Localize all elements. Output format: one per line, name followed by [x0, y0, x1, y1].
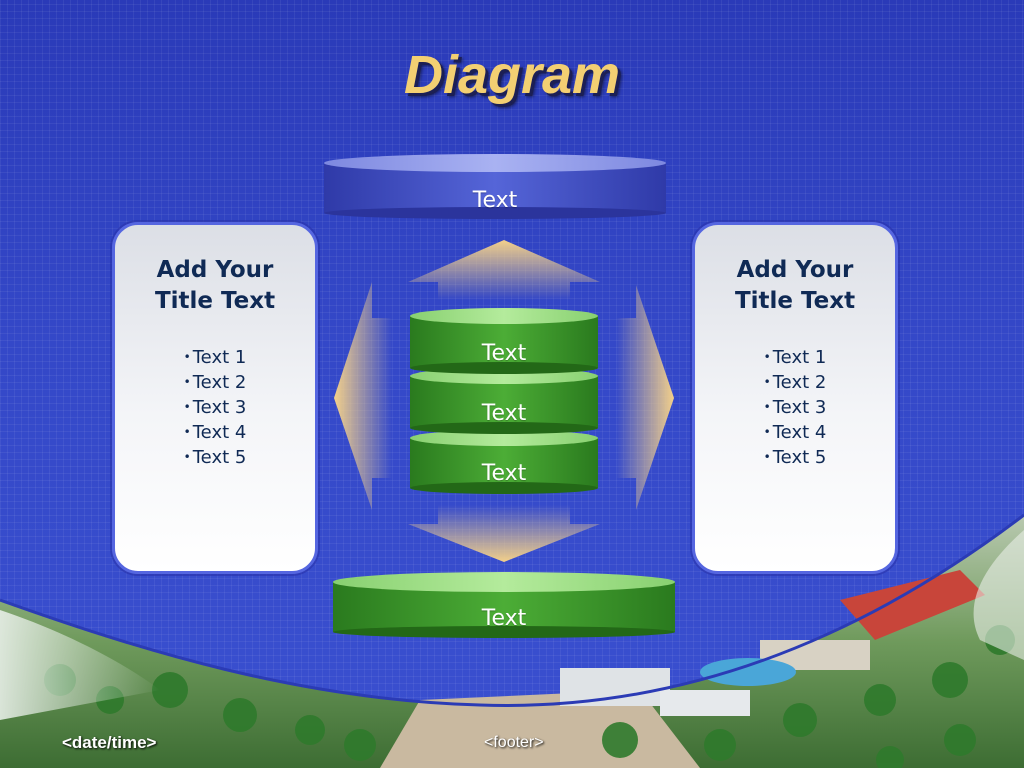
list-item: Text 2 — [115, 370, 315, 395]
list-item: Text 4 — [695, 420, 895, 445]
arrow-right-icon — [616, 285, 674, 510]
list-item: Text 4 — [115, 420, 315, 445]
list-item: Text 3 — [115, 395, 315, 420]
stack-cylinder-1 — [410, 308, 598, 374]
stack-cylinder-3-label: Text — [481, 461, 527, 486]
list-item: Text 5 — [695, 445, 895, 470]
left-panel-list: Text 1 Text 2 Text 3 Text 4 Text 5 — [115, 345, 315, 470]
right-panel-list: Text 1 Text 2 Text 3 Text 4 Text 5 — [695, 345, 895, 470]
top-cylinder — [324, 154, 666, 219]
right-text-panel: Add Your Title Text Text 1 Text 2 Text 3… — [692, 222, 898, 574]
left-panel-title-line-2: Title Text — [154, 288, 276, 314]
list-item: Text 1 — [695, 345, 895, 370]
left-panel-title: Add Your Title Text — [115, 255, 315, 317]
footer-date: <date/time> — [62, 733, 157, 752]
footer-text: <footer> — [484, 734, 544, 751]
stack-cylinder-2-label: Text — [481, 401, 527, 426]
bottom-cylinder-label: Text — [481, 606, 527, 631]
left-text-panel: Add Your Title Text Text 1 Text 2 Text 3… — [112, 222, 318, 574]
top-cylinder-label: Text — [472, 188, 518, 213]
stack-cylinder-1-label: Text — [481, 341, 527, 366]
left-panel-title-line-1: Add Your — [156, 257, 274, 283]
arrow-left-icon — [334, 282, 392, 510]
stack-cylinder-3 — [410, 430, 598, 494]
list-item: Text 5 — [115, 445, 315, 470]
arrow-down-icon — [408, 505, 600, 562]
arrow-up-icon — [408, 240, 600, 300]
right-panel-title-line-2: Title Text — [734, 288, 856, 314]
slide-title: Diagram — [403, 45, 621, 105]
list-item: Text 2 — [695, 370, 895, 395]
list-item: Text 3 — [695, 395, 895, 420]
bottom-cylinder — [333, 572, 675, 638]
right-panel-title-line-1: Add Your — [736, 257, 854, 283]
right-panel-title: Add Your Title Text — [695, 255, 895, 317]
list-item: Text 1 — [115, 345, 315, 370]
